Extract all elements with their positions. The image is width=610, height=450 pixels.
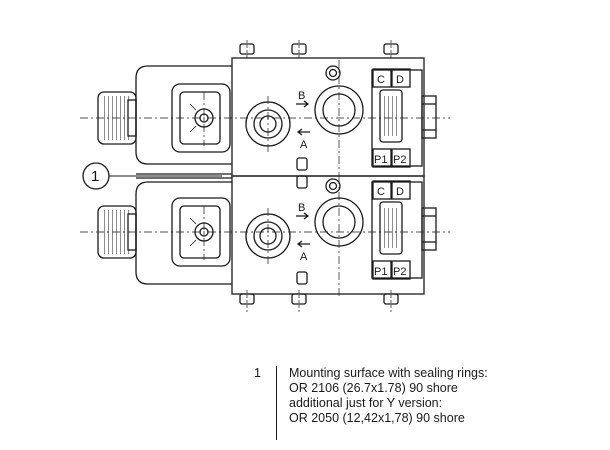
legend-line-3: additional just for Y version: bbox=[289, 396, 443, 410]
legend-line-1: Mounting surface with sealing rings: bbox=[289, 366, 488, 380]
port-label-d-bottom: D bbox=[396, 186, 404, 198]
port-label-c-top: C bbox=[377, 74, 385, 86]
legend-number: 1 bbox=[254, 366, 261, 380]
legend-line-2: OR 2106 (26.7x1.78) 90 shore bbox=[289, 381, 458, 395]
port-label-a-top: A bbox=[300, 139, 308, 151]
solenoid-coil-top bbox=[135, 65, 232, 165]
port-cd-bottom bbox=[314, 197, 364, 247]
connector-plate-bottom bbox=[371, 181, 437, 279]
solenoid-coil-bottom bbox=[135, 181, 232, 285]
plug-top bbox=[325, 65, 341, 81]
callout-1 bbox=[82, 162, 222, 190]
port-label-p2-bottom: P2 bbox=[393, 266, 406, 278]
plug-bottom bbox=[325, 178, 341, 194]
centerlines-bottom bbox=[80, 176, 450, 296]
port-label-b-top: B bbox=[298, 90, 305, 102]
port-label-p2-top: P2 bbox=[393, 154, 406, 166]
port-label-a-bottom: A bbox=[300, 251, 308, 263]
bolt-heads-bottom bbox=[239, 290, 399, 312]
indicator-slot-bottom bbox=[296, 175, 308, 189]
port-label-p1-top: P1 bbox=[374, 154, 387, 166]
valve-body-bottom bbox=[231, 175, 425, 295]
legend-divider bbox=[276, 366, 277, 440]
port-label-p1-bottom: P1 bbox=[374, 266, 387, 278]
centerlines-top bbox=[80, 60, 450, 176]
port-label-d-top: D bbox=[396, 74, 404, 86]
bolt-heads-top bbox=[239, 40, 399, 58]
callout-number: 1 bbox=[91, 168, 99, 185]
indicator-slot-top bbox=[296, 157, 308, 171]
legend-text: Mounting surface with sealing rings: OR … bbox=[289, 366, 488, 426]
valve-module-bottom bbox=[97, 175, 437, 312]
port-label-b-bottom: B bbox=[298, 202, 305, 214]
port-label-c-bottom: C bbox=[377, 186, 385, 198]
legend-line-4: OR 2050 (12,42x1,78) 90 shore bbox=[289, 411, 465, 425]
